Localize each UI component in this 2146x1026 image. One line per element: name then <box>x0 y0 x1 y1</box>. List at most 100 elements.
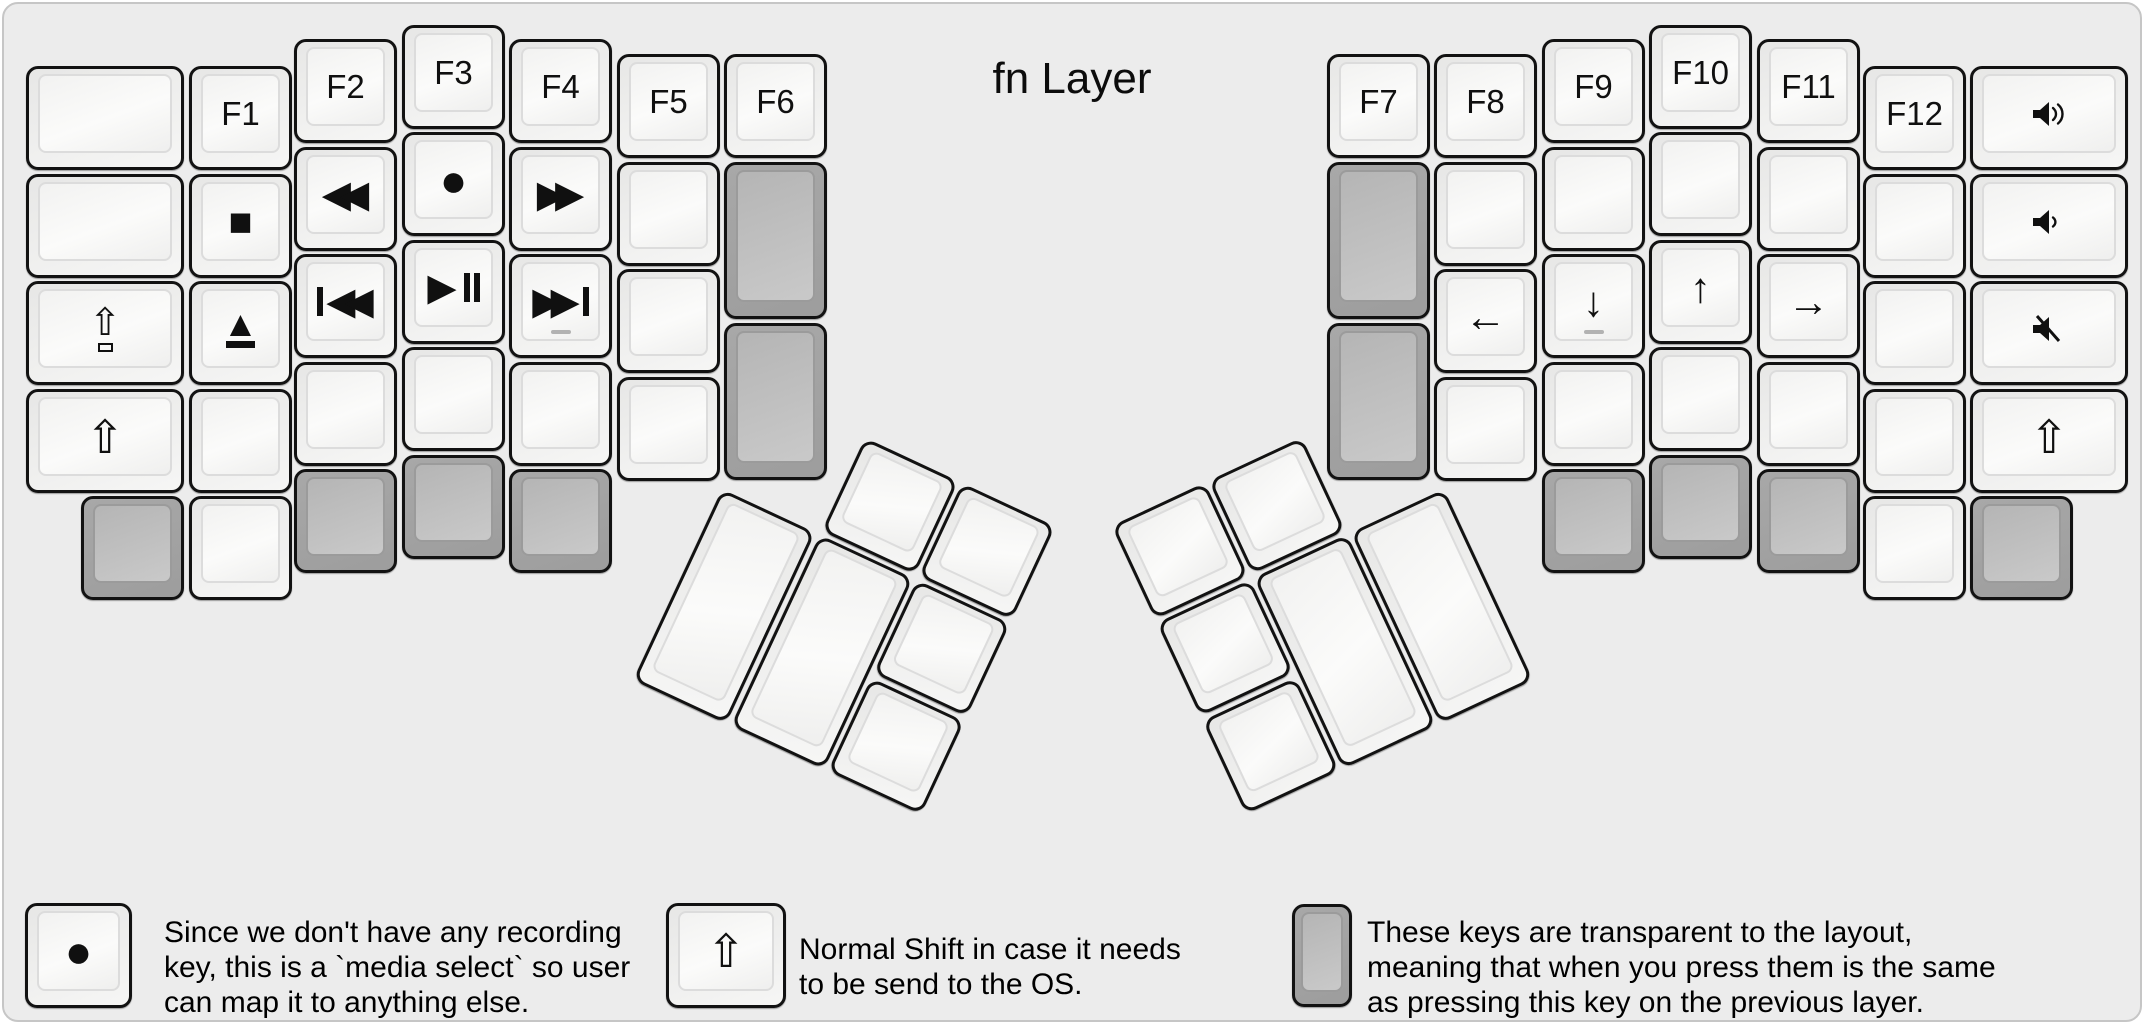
key-label: F1 <box>221 94 260 132</box>
key-label: F4 <box>541 67 580 105</box>
key-previous-track: ◀◀ <box>294 254 397 358</box>
key-label: F7 <box>1359 82 1398 120</box>
key-transparent <box>1757 469 1860 573</box>
key-arrow-right: → <box>1757 254 1860 358</box>
key-blank <box>1863 496 1966 600</box>
legend-text-line: These keys are transparent to the layout… <box>1367 916 1913 949</box>
previous-track-icon: ◀◀ <box>317 283 374 321</box>
key-label: F6 <box>756 82 795 120</box>
key-label: F3 <box>434 53 473 91</box>
page-title: fn Layer <box>992 54 1152 103</box>
key-transparent <box>1970 496 2073 600</box>
key-stop: ■ <box>189 174 292 278</box>
key-next-track: ▶▶ <box>509 254 612 358</box>
key-media-select: ● <box>402 132 505 236</box>
key-transparent <box>1649 455 1752 559</box>
key-arrow-left: ← <box>1434 269 1537 373</box>
shift-icon: ⇧ <box>706 925 746 977</box>
key-blank <box>1542 147 1645 251</box>
legend-text-line: can map it to anything else. <box>164 986 530 1019</box>
key-label: F2 <box>326 67 365 105</box>
arrow-up-icon: ↑ <box>1690 263 1711 311</box>
key-label: F11 <box>1781 67 1836 105</box>
legend-text-line: key, this is a `media select` so user <box>164 951 631 984</box>
key-blank <box>1863 281 1966 385</box>
key-caps-lock: ⇧ <box>26 281 184 385</box>
key-f5: F5 <box>617 54 720 158</box>
homing-bump <box>1583 330 1604 334</box>
caps-lock-icon: ⇧ <box>89 304 121 352</box>
key-blank <box>402 347 505 451</box>
key-fast-forward: ▶▶ <box>509 147 612 251</box>
key-f8: F8 <box>1434 54 1537 158</box>
legend-key-shift: ⇧ <box>666 903 786 1008</box>
key-blank <box>617 377 720 481</box>
key-blank <box>509 362 612 466</box>
key-transparent <box>1542 469 1645 573</box>
eject-icon: ▲ <box>223 305 258 349</box>
key-mute <box>1970 281 2128 385</box>
record-icon: ● <box>64 925 93 977</box>
key-label: F10 <box>1672 53 1729 91</box>
key-blank <box>1649 347 1752 451</box>
key-f11: F11 <box>1757 39 1860 143</box>
key-blank <box>294 362 397 466</box>
key-label: F9 <box>1574 67 1613 105</box>
arrow-right-icon: → <box>1787 277 1830 325</box>
key-label: F5 <box>649 82 688 120</box>
key-transparent-tall <box>724 162 827 319</box>
key-blank <box>26 66 184 170</box>
key-transparent <box>509 469 612 573</box>
key-blank <box>189 496 292 600</box>
fast-forward-icon: ▶▶ <box>536 173 585 216</box>
legend-text-line: as pressing this key on the previous lay… <box>1367 986 1924 1019</box>
key-blank <box>617 162 720 266</box>
key-transparent-tall <box>1327 162 1430 319</box>
key-f9: F9 <box>1542 39 1645 143</box>
key-blank <box>1434 377 1537 481</box>
key-eject: ▲ <box>189 281 292 385</box>
next-track-icon: ▶▶ <box>532 283 589 321</box>
key-f6: F6 <box>724 54 827 158</box>
key-f10: F10 <box>1649 25 1752 129</box>
key-f3: F3 <box>402 25 505 129</box>
key-arrow-up: ↑ <box>1649 240 1752 344</box>
key-play-pause: ▶ <box>402 240 505 344</box>
legend-text: These keys are transparent to the layout… <box>1367 915 1996 1020</box>
mute-icon <box>2033 314 2061 342</box>
rewind-icon: ◀◀ <box>321 173 370 216</box>
arrow-down-icon: ↓ <box>1583 277 1604 325</box>
key-label: F8 <box>1466 82 1505 120</box>
key-f4: F4 <box>509 39 612 143</box>
volume-up-icon <box>2033 101 2064 126</box>
shift-icon: ⇧ <box>2029 410 2069 463</box>
key-rewind: ◀◀ <box>294 147 397 251</box>
key-transparent-tall <box>724 323 827 480</box>
legend-key-media-select: ● <box>25 903 132 1008</box>
key-shift-left: ⇧ <box>26 389 184 493</box>
key-f12: F12 <box>1863 66 1966 170</box>
key-shift-right: ⇧ <box>1970 389 2128 493</box>
volume-down-icon <box>2033 209 2057 234</box>
key-transparent-tall <box>1327 323 1430 480</box>
key-f1: F1 <box>189 66 292 170</box>
key-transparent <box>294 469 397 573</box>
legend-text-line: Normal Shift in case it needs <box>799 933 1181 966</box>
key-transparent <box>402 455 505 559</box>
stop-icon: ■ <box>228 199 253 244</box>
record-icon: ● <box>439 153 468 206</box>
shift-icon: ⇧ <box>85 410 125 463</box>
key-blank <box>1757 147 1860 251</box>
legend-key-transparent <box>1292 904 1352 1007</box>
legend-text-line: meaning that when you press them is the … <box>1367 951 1996 984</box>
key-blank <box>1649 132 1752 236</box>
key-volume-up <box>1970 66 2128 170</box>
key-blank <box>1863 389 1966 493</box>
play-pause-icon: ▶ <box>427 269 480 307</box>
key-f2: F2 <box>294 39 397 143</box>
key-volume-down <box>1970 174 2128 278</box>
